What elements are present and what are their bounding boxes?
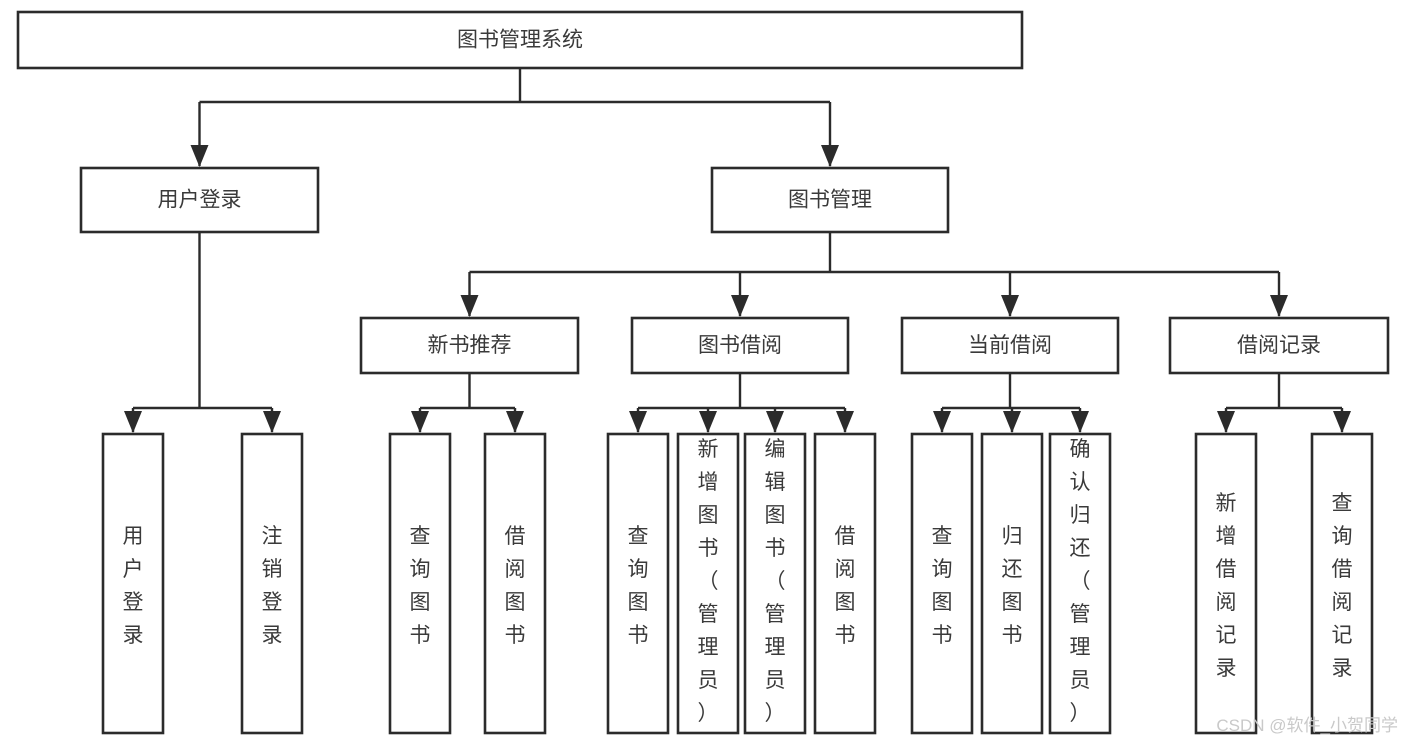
node-label: 查询图书 bbox=[628, 525, 649, 647]
node-box bbox=[240, 432, 304, 735]
arrow-head-icon bbox=[411, 411, 429, 433]
node-label: 查询图书 bbox=[932, 525, 953, 647]
node-leaf-logout-login[interactable]: 注销登录 bbox=[240, 432, 304, 735]
node-box bbox=[900, 316, 1120, 375]
node-box bbox=[483, 432, 547, 735]
arrow-head-icon bbox=[699, 411, 717, 433]
node-box bbox=[630, 316, 850, 375]
arrow-head-icon bbox=[933, 411, 951, 433]
arrow-head-icon bbox=[731, 295, 749, 317]
node-box bbox=[743, 432, 807, 735]
node-label: 图书管理系统 bbox=[457, 29, 583, 52]
node-label: 归还图书 bbox=[1002, 525, 1023, 647]
node-label: 编辑图书（管理员） bbox=[765, 438, 786, 725]
node-box bbox=[676, 432, 740, 735]
arrow-head-icon bbox=[1071, 411, 1089, 433]
node-leaf-borrow-book[interactable]: 借阅图书 bbox=[813, 432, 877, 735]
node-label: 借阅图书 bbox=[505, 525, 526, 647]
arrow-head-icon bbox=[190, 145, 209, 167]
node-box bbox=[1168, 316, 1390, 375]
node-leaf-query-book-cur[interactable]: 查询图书 bbox=[910, 432, 974, 735]
node-label: 当前借阅 bbox=[968, 334, 1052, 357]
arrow-head-icon bbox=[1003, 411, 1021, 433]
arrow-head-icon bbox=[1217, 411, 1235, 433]
node-label: 图书借阅 bbox=[698, 334, 782, 357]
node-box bbox=[16, 10, 1024, 70]
node-label: 借阅记录 bbox=[1237, 334, 1321, 357]
node-box bbox=[388, 432, 452, 735]
node-label: 确认归还（管理员） bbox=[1070, 438, 1091, 725]
arrow-head-icon bbox=[766, 411, 784, 433]
arrow-head-icon bbox=[1270, 295, 1288, 317]
arrow-head-icon bbox=[629, 411, 647, 433]
arrow-head-icon bbox=[1333, 411, 1351, 433]
node-box bbox=[710, 166, 950, 234]
node-user-login[interactable]: 用户登录 bbox=[79, 166, 320, 234]
node-borrow-record[interactable]: 借阅记录 bbox=[1168, 316, 1390, 375]
arrow-head-icon bbox=[506, 411, 524, 433]
node-label: 新书推荐 bbox=[428, 334, 512, 357]
node-label: 新增图书（管理员） bbox=[698, 438, 719, 725]
node-box bbox=[1048, 432, 1112, 735]
node-box bbox=[980, 432, 1044, 735]
node-leaf-query-book-borrow[interactable]: 查询图书 bbox=[606, 432, 670, 735]
arrow-head-icon bbox=[124, 411, 142, 433]
node-leaf-add-record[interactable]: 新增借阅记录 bbox=[1194, 432, 1258, 735]
watermark-label: CSDN @软件_小贺同学 bbox=[1216, 716, 1398, 735]
node-box bbox=[101, 432, 165, 735]
arrow-head-icon bbox=[821, 145, 839, 167]
node-box bbox=[813, 432, 877, 735]
nodes-layer: 图书管理系统用户登录图书管理新书推荐图书借阅当前借阅借阅记录用户登录注销登录查询… bbox=[16, 10, 1390, 735]
node-label: 借阅图书 bbox=[835, 525, 856, 647]
node-leaf-query-book-rec[interactable]: 查询图书 bbox=[388, 432, 452, 735]
arrow-head-icon bbox=[460, 295, 479, 317]
node-book-manage[interactable]: 图书管理 bbox=[710, 166, 950, 234]
node-label: 用户登录 bbox=[123, 525, 144, 647]
node-leaf-borrow-book-rec[interactable]: 借阅图书 bbox=[483, 432, 547, 735]
node-leaf-user-login[interactable]: 用户登录 bbox=[101, 432, 165, 735]
arrow-head-icon bbox=[836, 411, 854, 433]
node-label: 图书管理 bbox=[788, 189, 872, 212]
node-label: 用户登录 bbox=[158, 189, 242, 212]
node-root[interactable]: 图书管理系统 bbox=[16, 10, 1024, 70]
node-leaf-confirm-return[interactable]: 确认归还（管理员） bbox=[1048, 432, 1112, 735]
node-book-borrow[interactable]: 图书借阅 bbox=[630, 316, 850, 375]
node-label: 新增借阅记录 bbox=[1216, 492, 1237, 680]
node-leaf-add-book[interactable]: 新增图书（管理员） bbox=[676, 432, 740, 735]
node-new-book-recommend[interactable]: 新书推荐 bbox=[359, 316, 580, 375]
node-label: 注销登录 bbox=[262, 525, 283, 647]
node-current-borrow[interactable]: 当前借阅 bbox=[900, 316, 1120, 375]
node-box bbox=[79, 166, 320, 234]
arrow-head-icon bbox=[1001, 295, 1019, 317]
node-box bbox=[359, 316, 580, 375]
connectors-layer bbox=[124, 68, 1351, 433]
node-label: 查询图书 bbox=[410, 525, 431, 647]
node-box bbox=[1310, 432, 1374, 735]
node-leaf-return-book[interactable]: 归还图书 bbox=[980, 432, 1044, 735]
node-leaf-edit-book[interactable]: 编辑图书（管理员） bbox=[743, 432, 807, 735]
node-box bbox=[1194, 432, 1258, 735]
node-label: 查询借阅记录 bbox=[1332, 492, 1353, 680]
arrow-head-icon bbox=[263, 411, 281, 433]
node-box bbox=[910, 432, 974, 735]
node-box bbox=[606, 432, 670, 735]
node-leaf-query-record[interactable]: 查询借阅记录 bbox=[1310, 432, 1374, 735]
